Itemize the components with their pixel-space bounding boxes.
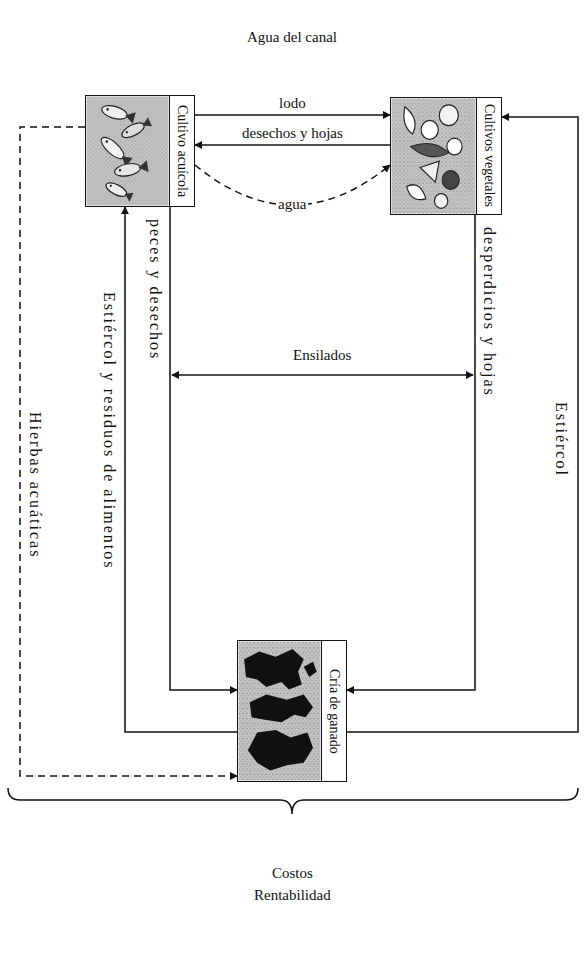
edge-label: desperdicios y hojas [480,225,499,399]
text-label: Agua del canal [245,28,339,46]
box-label-strip: Cría de ganado [321,641,346,781]
edge-label: Estiércol [552,400,571,479]
text-label: Costos [270,864,315,882]
text-label: Rentabilidad [252,886,333,904]
edge-label: desechos y hojas [240,124,345,142]
edge-label: peces y desechos [146,217,165,362]
text-label: Ensilados [291,346,353,364]
cattle-illustration [239,642,321,781]
silage-arrow [172,374,473,376]
brace [8,788,578,814]
connector [20,127,237,776]
process-box: Cultivo acuícola [85,95,195,207]
box-label-strip: Cultivos vegetales [476,98,501,214]
connector [347,215,475,690]
connector [125,207,237,732]
connector [195,144,390,146]
connector [170,207,237,690]
box-label: Cría de ganado [326,669,342,754]
edge-label: agua [276,195,308,213]
process-box: Cría de ganado [237,640,347,782]
box-label: Cultivo acuícola [174,105,190,197]
vegetables-illustration [392,99,476,214]
box-label-strip: Cultivo acuícola [169,96,194,206]
process-box: Cultivos vegetales [390,97,502,215]
edge-label: Estiércol y residuos de alimentos [100,290,119,572]
edge-label: Hierbas acuáticas [26,410,45,560]
connector [195,114,390,116]
edge-label: lodo [277,94,308,112]
fish-illustration [87,97,169,206]
connector [347,117,578,732]
box-label: Cultivos vegetales [481,104,497,207]
